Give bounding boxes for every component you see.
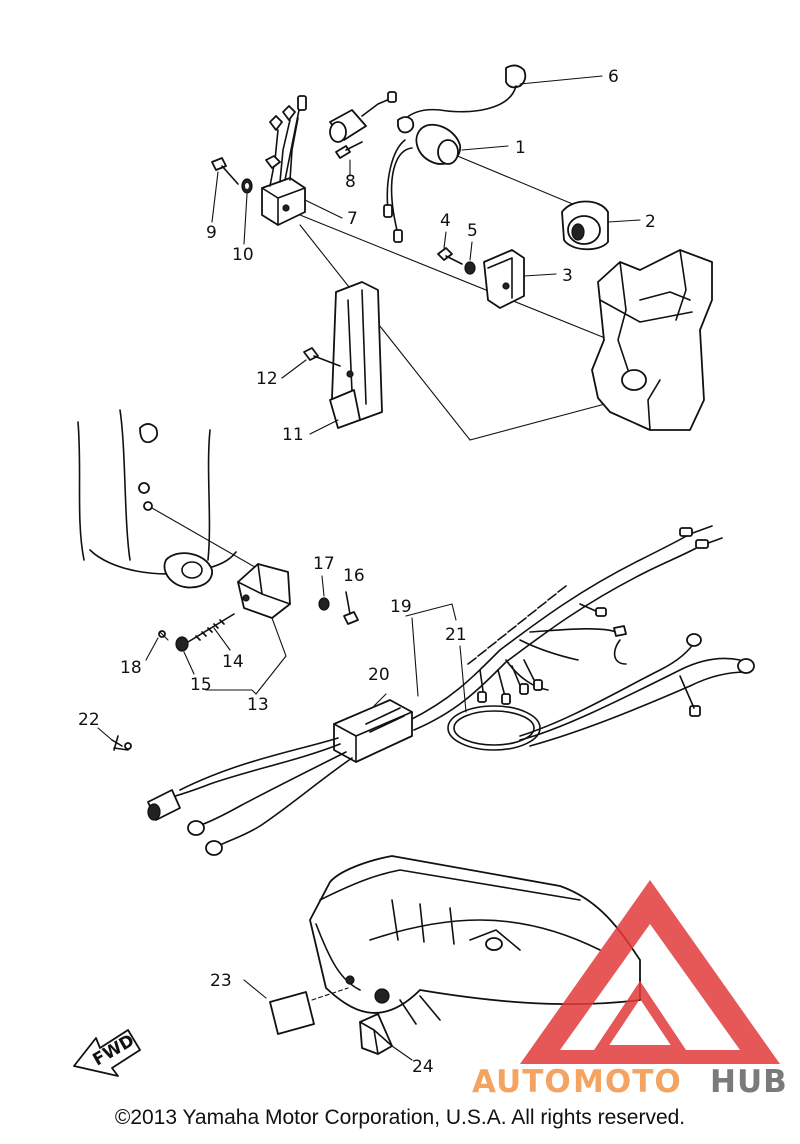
callout-14: 14: [222, 652, 244, 672]
callout-24: 24: [412, 1057, 434, 1077]
part-10-washer: [241, 178, 253, 194]
part-21-wire-loop: [447, 633, 755, 751]
part-13-rectifier: [237, 563, 291, 619]
callout-9: 9: [206, 223, 217, 243]
callout-19: 19: [390, 597, 412, 617]
callout-2: 2: [645, 212, 656, 232]
callout-23: 23: [210, 971, 232, 991]
callout-10: 10: [232, 245, 254, 265]
callout-22: 22: [78, 710, 100, 730]
part-4-screw: [437, 247, 463, 265]
magneto-housing: [591, 249, 713, 431]
callout-7: 7: [347, 209, 358, 229]
fwd-arrow-icon: [73, 1029, 141, 1077]
part-7-cdi-unit: [261, 95, 307, 226]
part-15-nut: [175, 636, 189, 652]
part-16-bolt: [343, 591, 359, 625]
callout-12: 12: [256, 369, 278, 389]
callout-4: 4: [440, 211, 451, 231]
part-12-screw: [303, 347, 341, 367]
callout-21: 21: [445, 625, 467, 645]
automotohub-logo: [520, 880, 780, 1064]
watermark-auto: AUTO: [472, 1064, 572, 1100]
callout-15: 15: [190, 675, 212, 695]
part-14-bolt: [187, 613, 235, 643]
part-20-connector: [147, 699, 413, 856]
part-22-clip: [111, 735, 132, 751]
part-7-condenser: [329, 91, 397, 143]
callout-16: 16: [343, 566, 365, 586]
callout-17: 17: [313, 554, 335, 574]
part-17-washer: [318, 597, 330, 611]
part-5-washer: [464, 261, 476, 275]
copyright-notice: ©2013 Yamaha Motor Corporation, U.S.A. A…: [114, 1106, 686, 1129]
callout-8: 8: [345, 172, 356, 192]
part-8-screw: [335, 141, 363, 159]
part-1-ignition-coil: [383, 116, 461, 243]
part-2-coil-holder: [561, 200, 609, 251]
callout-11: 11: [282, 425, 304, 445]
watermark-hub: HUB: [710, 1064, 788, 1100]
part-23-plate: [243, 979, 349, 1035]
part-3-bracket: [483, 249, 525, 309]
callout-1: 1: [515, 138, 526, 158]
part-19-wire-harness: [409, 525, 723, 731]
engine-block-section: [77, 409, 261, 589]
callout-3: 3: [562, 266, 573, 286]
watermark-moto: MOTO: [573, 1064, 682, 1100]
part-6-plug-cap: [403, 64, 527, 121]
callout-13: 13: [247, 695, 269, 715]
part-11-bracket: [329, 281, 383, 429]
bottom-cowling: [309, 855, 641, 1025]
part-24-grommet: [359, 1013, 413, 1061]
callout-18: 18: [120, 658, 142, 678]
callout-6: 6: [608, 67, 619, 87]
callout-20: 20: [368, 665, 390, 685]
callout-5: 5: [467, 221, 478, 241]
part-9-bolt: [211, 157, 239, 185]
